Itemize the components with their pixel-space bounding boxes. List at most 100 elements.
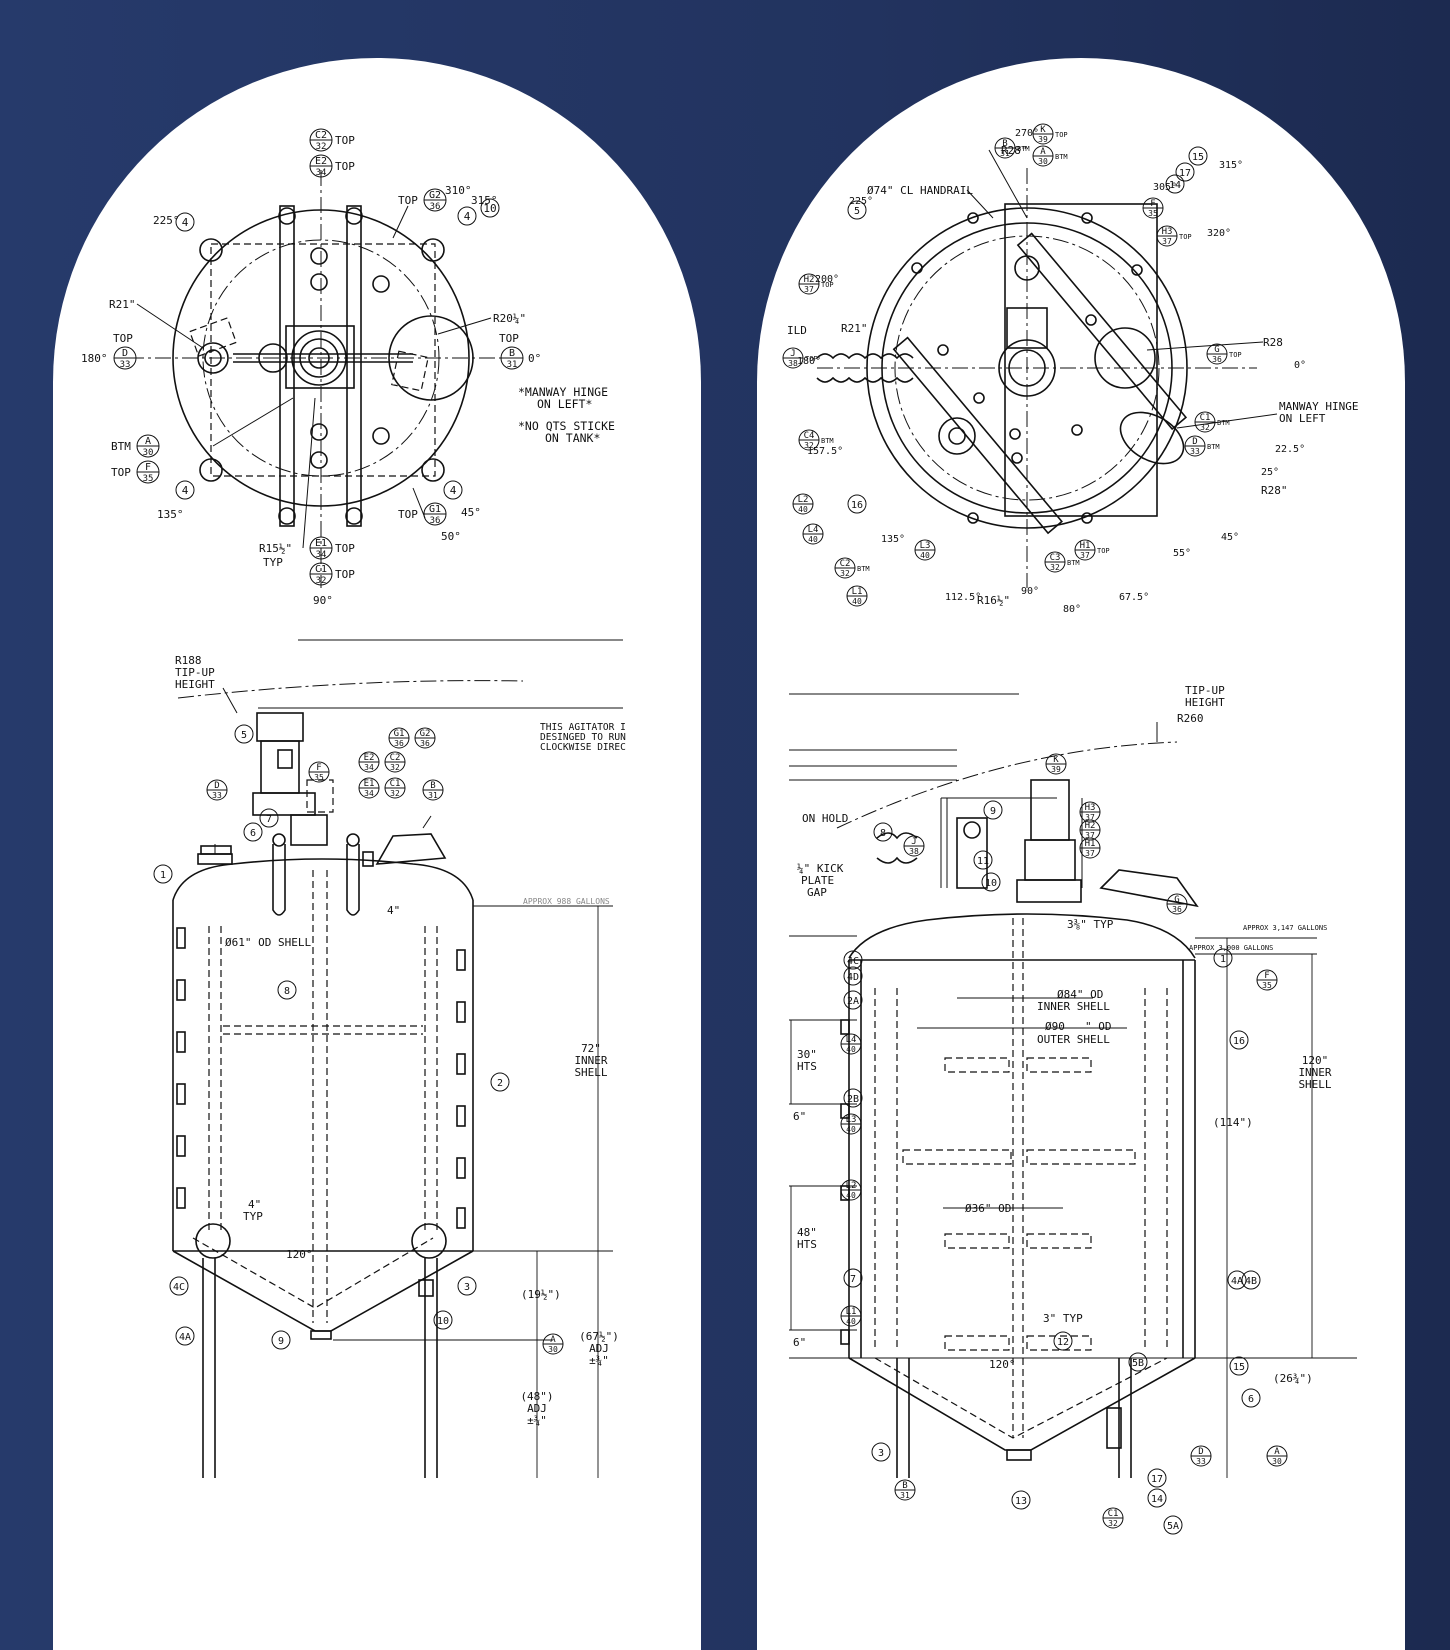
balloon-num: L4 [846,1035,857,1045]
item-number: 4B [1245,1276,1257,1287]
balloon-side: TOP [1179,233,1192,241]
svg-text:G1: G1 [429,504,441,515]
balloon-ref: 39 [1051,765,1061,774]
item-number: 15 [1233,1362,1245,1373]
item-number: 1 [160,870,166,881]
svg-text:36: 36 [430,516,441,526]
svg-text:120": 120" [1302,1054,1329,1067]
item-balloon-6: 6 [1241,1388,1261,1408]
svg-text:(19½"): (19½") [521,1288,561,1301]
svg-text:" OD: " OD [1085,1020,1112,1033]
note-line: *NO QTS STICKE [518,419,615,433]
item-number: 17 [1179,168,1191,179]
balloon-ref: 36 [1172,905,1182,914]
balloon-ref: 36 [1212,355,1222,364]
balloon-ref: 37 [1085,831,1095,840]
item-balloon-2: 2 [490,1072,510,1092]
nozzle-balloon-k: K39 [1045,753,1067,775]
balloon-side: TOP [1055,131,1068,139]
svg-text:3⅜" TYP: 3⅜" TYP [1067,918,1114,931]
leg-balloons: 4 4 4 4 10 [175,198,500,500]
svg-text:45°: 45° [1221,532,1239,543]
balloon-ref: 33 [1196,1457,1206,1466]
svg-text:¼" KICK: ¼" KICK [797,862,844,875]
balloon-ref: 37 [804,285,814,294]
plan-balloon-a: A 30 BTM [111,434,160,458]
svg-text:MANWAY HINGE: MANWAY HINGE [1279,400,1358,413]
angle-label: 0° [528,352,541,365]
balloon-num: C3 [1050,553,1061,563]
item-number: 14 [1169,180,1181,191]
item-balloon-5: 5 [847,200,867,220]
item-balloon-5: 5 [234,724,254,744]
item-number: 16 [1233,1036,1245,1047]
nozzle-balloon-f: F35 [308,761,330,783]
svg-text:F: F [145,462,151,473]
plan-balloon-d: D 33 TOP [113,332,137,370]
item-number: 4A [1231,1276,1243,1287]
plan-label-side: TOP [335,134,355,147]
svg-text:112.5°: 112.5° [945,592,981,603]
svg-text:HEIGHT: HEIGHT [1185,696,1225,709]
balloon-side: TOP [821,281,834,289]
item-balloon-2a: 2A [843,990,863,1010]
svg-text:72": 72" [581,1042,601,1055]
plan-label-num: C2 [315,130,327,141]
svg-text:TOP: TOP [398,508,418,521]
item-balloon-4c: 4C [843,950,863,970]
balloon-ref: 32 [390,789,400,798]
radius-label: TYP [263,556,283,569]
balloon-ref: 31 [1000,149,1010,158]
elevation-view: R188 TIP-UP HEIGHT THIS AGITATOR I DESIN… [153,639,626,1478]
svg-text:80°: 80° [1063,604,1081,615]
balloon-num: C2 [840,559,851,569]
balloon-num: J [911,837,916,847]
balloon-ref: 38 [909,847,919,856]
jacket-clips [176,927,466,1229]
balloon-ref: 32 [390,763,400,772]
nozzle-balloon-a: A30 [542,1333,564,1355]
svg-text:B: B [509,348,515,359]
angle-label: 225° [153,214,180,227]
elevation-view: TIP-UP HEIGHT R260 [789,684,1357,1535]
svg-text:(26¾"): (26¾") [1273,1372,1313,1385]
balloon-num: D [214,781,219,791]
balloon-num: H1 [1085,839,1096,849]
item-balloon-17: 17 [1175,162,1195,182]
item-number: 3 [878,1448,884,1459]
svg-text:320°: 320° [1207,228,1231,239]
svg-text:SHELL: SHELL [574,1066,607,1079]
svg-text:TOP: TOP [335,542,355,555]
svg-text:(67½"): (67½") [579,1330,619,1343]
nozzle-balloon-b: B31 [894,1479,916,1501]
item-balloon-9: 9 [271,1330,291,1350]
svg-text:120°: 120° [286,1248,313,1261]
item-balloon-14: 14 [1165,174,1185,194]
balloon-num: B [430,781,435,791]
svg-text:120°: 120° [989,1358,1016,1371]
svg-text:36: 36 [430,202,441,212]
balloon-num: L3 [920,541,931,551]
svg-text:GAP: GAP [807,886,827,899]
balloon-ref: 34 [364,763,374,772]
nozzle-balloon-d: D33 [1190,1445,1212,1467]
svg-text:ON HOLD: ON HOLD [802,812,848,825]
item-balloon-7: 7 [259,808,279,828]
item-number: 17 [1151,1474,1163,1485]
svg-text:35: 35 [143,474,154,484]
balloon-ref: 36 [420,739,430,748]
